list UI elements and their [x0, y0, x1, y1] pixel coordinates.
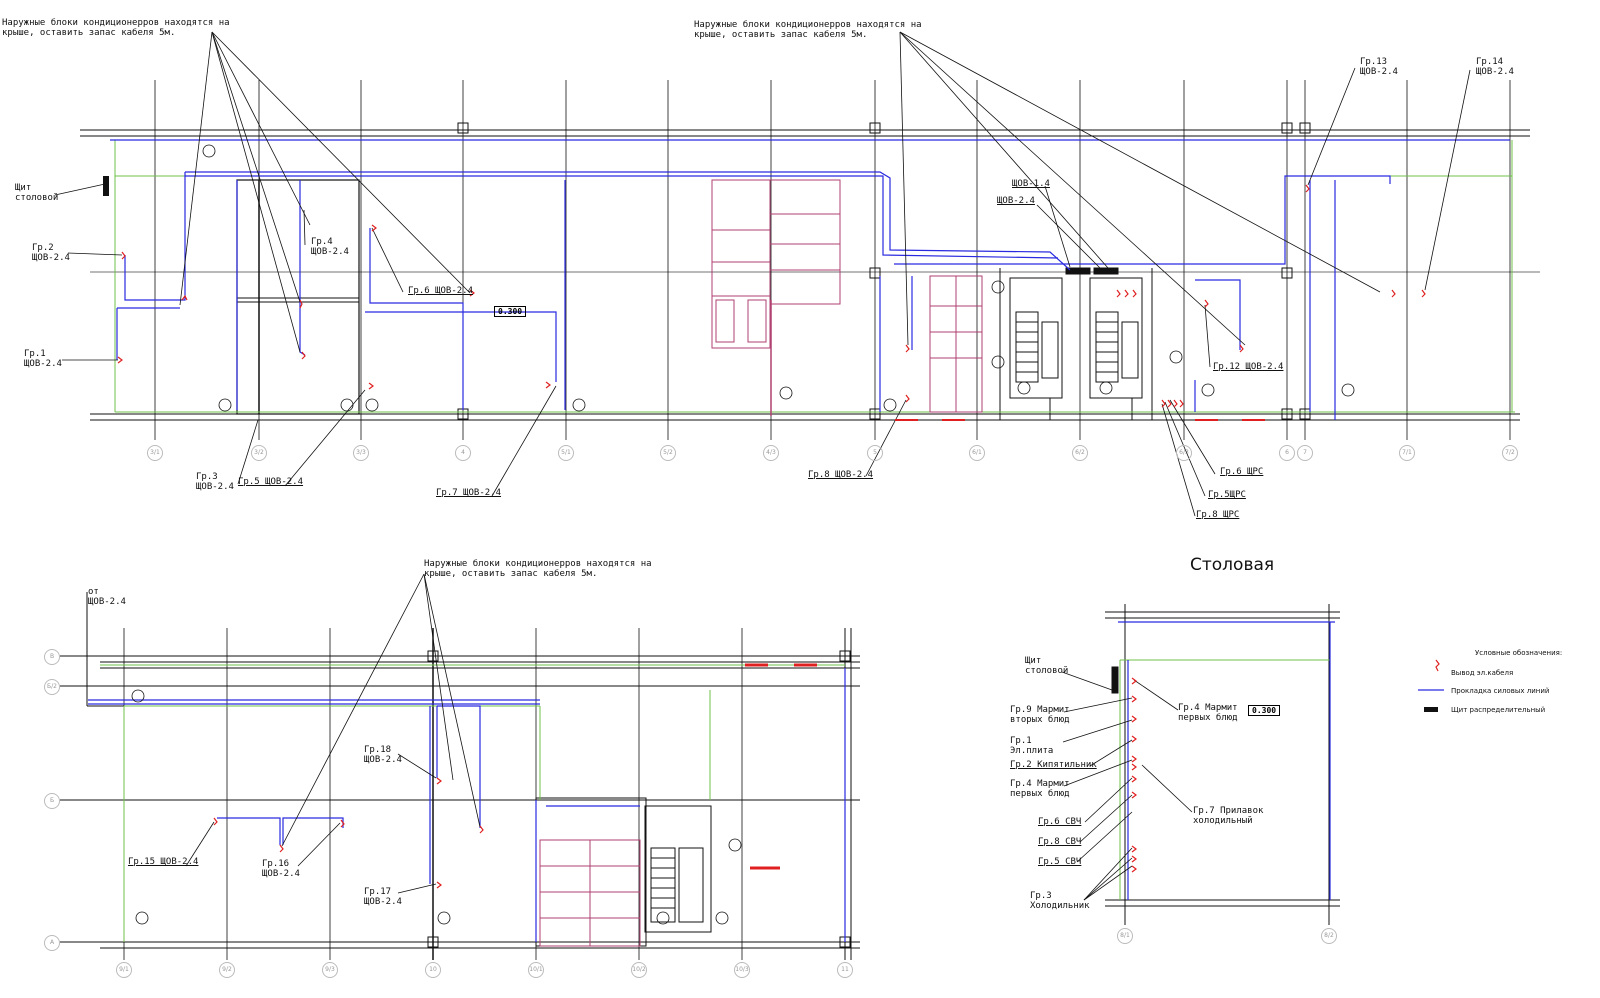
axis-top-10: 6/2	[1072, 445, 1088, 461]
panel-symbol	[103, 176, 109, 196]
canteen-gr9-label: Гр.9 Мармит вторых блюд	[1010, 705, 1070, 725]
level-mark-top: 0.300	[494, 306, 527, 317]
gr17-label: Гр.17 ЩОВ-2.4	[364, 887, 402, 907]
gr12-label: Гр.12 ЩОВ-2.4	[1213, 362, 1284, 372]
axis-row-a: А	[44, 935, 60, 951]
axis-bottom-5: 10/1	[528, 962, 544, 978]
gr2-label: Гр.2 ЩОВ-2.4	[32, 243, 70, 263]
axis-top-14: 7/1	[1399, 445, 1415, 461]
room-tags-bottom	[131, 689, 742, 925]
top-plan-power-lines	[110, 139, 1510, 420]
axis-top-2: 3/2	[251, 445, 267, 461]
panel-label: Щит столовой	[15, 183, 59, 203]
axis-top-8: 5	[867, 445, 883, 461]
gr13-label: Гр.13 ЩОВ-2.4	[1360, 57, 1398, 77]
axis-top-13: 7	[1297, 445, 1313, 461]
canteen-leaders	[1061, 671, 1193, 901]
gr6-label: Гр.6 ЩОВ-2.4	[408, 286, 474, 296]
axis-bottom-1: 9/1	[116, 962, 132, 978]
canteen-axis-2: 8/2	[1321, 928, 1337, 944]
shov24-label: ЩОВ-2.4	[997, 196, 1035, 206]
axis-top-12: 6	[1279, 445, 1295, 461]
gr5-shrs-label: Гр.5ЩРС	[1208, 490, 1246, 500]
outdoor-units-note-3: Наружные блоки кондиционерров находятся …	[424, 559, 652, 579]
legend-symbols	[1418, 659, 1444, 712]
level-mark-canteen: 0.300	[1248, 705, 1281, 716]
from-panel-label: от ЩОВ-2.4	[88, 587, 126, 607]
shov14-label: ЩОВ-1.4	[1012, 179, 1050, 189]
axis-row-v: В	[44, 649, 60, 665]
canteen-gr7-label: Гр.7 Прилавок холодильный	[1193, 806, 1264, 826]
axis-top-15: 7/2	[1502, 445, 1518, 461]
axis-top-3: 3/3	[353, 445, 369, 461]
axis-bottom-2: 9/2	[219, 962, 235, 978]
axis-top-9: 6/1	[969, 445, 985, 461]
gr7-label: Гр.7 ЩОВ-2.4	[436, 488, 502, 498]
bottom-plan-structure	[60, 592, 860, 960]
gr15-label: Гр.15 ЩОВ-2.4	[128, 857, 199, 867]
gr5-label: Гр.5 ЩОВ-2.4	[238, 477, 304, 487]
axis-top-6: 5/2	[660, 445, 676, 461]
axis-top-4: 4	[455, 445, 471, 461]
axis-top-5: 5/1	[558, 445, 574, 461]
canteen-gr4a-label: Гр.4 Мармит первых блюд	[1178, 703, 1238, 723]
bottom-restroom-fixtures	[539, 839, 641, 947]
gr8-shrs-label: Гр.8 ЩРС	[1196, 510, 1240, 520]
canteen-gr5-label: Гр.5 СВЧ	[1038, 857, 1082, 867]
canteen-gr6-label: Гр.6 СВЧ	[1038, 817, 1082, 827]
axis-bottom-6: 10/2	[631, 962, 647, 978]
gr14-label: Гр.14 ЩОВ-2.4	[1476, 57, 1514, 77]
legend-title: Условные обозначения:	[1475, 649, 1563, 657]
axis-bottom-3: 9/3	[322, 962, 338, 978]
outdoor-units-note-2: Наружные блоки кондиционерров находятся …	[694, 20, 922, 40]
canteen-structure	[1105, 604, 1340, 925]
legend-item-outlet: Вывод эл.кабеля	[1451, 669, 1514, 677]
bottom-leaders	[185, 573, 481, 894]
outdoor-units-note-1: Наружные блоки кондиционерров находятся …	[2, 18, 230, 38]
gr3-label: Гр.3 ЩОВ-2.4	[196, 472, 234, 492]
canteen-gr4b-label: Гр.4 Мармит первых блюд	[1010, 779, 1070, 799]
gr6-shrs-label: Гр.6 ЩРС	[1220, 467, 1264, 477]
canteen-power-lines	[1118, 621, 1335, 900]
canteen-panel-label: Щит столовой	[1025, 656, 1069, 676]
axis-top-7: 4/3	[763, 445, 779, 461]
room-tags-top	[202, 144, 1355, 412]
legend-item-panel: Щит распределительный	[1451, 706, 1546, 714]
canteen-walls	[1119, 659, 1330, 900]
gr4-label: Гр.4 ЩОВ-2.4	[311, 237, 349, 257]
canteen-gr2-label: Гр.2 Кипятильник	[1010, 760, 1097, 770]
legend-item-line: Прокладка силовых линий	[1451, 687, 1550, 695]
canteen-gr1-label: Гр.1 Эл.плита	[1010, 736, 1054, 756]
gr8-label: Гр.8 ЩОВ-2.4	[808, 470, 874, 480]
bottom-power-lines	[88, 668, 846, 942]
axis-top-1: 3/1	[147, 445, 163, 461]
axis-top-11: 6/3	[1176, 445, 1192, 461]
gr18-label: Гр.18 ЩОВ-2.4	[364, 745, 402, 765]
axis-row-b2: Б/2	[44, 679, 60, 695]
bottom-red-marks	[745, 663, 817, 870]
gr1-label: Гр.1 ЩОВ-2.4	[24, 349, 62, 369]
axis-bottom-7: 10/3	[734, 962, 750, 978]
top-leaders	[54, 31, 1471, 517]
restroom-fixtures	[711, 179, 983, 416]
gr16-label: Гр.16 ЩОВ-2.4	[262, 859, 300, 879]
axis-bottom-4: 10	[425, 962, 441, 978]
canteen-gr8-label: Гр.8 СВЧ	[1038, 837, 1082, 847]
axis-bottom-8: 11	[837, 962, 853, 978]
cable-outlets-top	[117, 184, 1426, 408]
canteen-gr3-label: Гр.3 Холодильник	[1030, 891, 1090, 911]
canteen-title: Столовая	[1190, 555, 1275, 575]
axis-row-b: Б	[44, 793, 60, 809]
cable-outlets-canteen	[1131, 677, 1137, 873]
cable-outlets-bottom	[213, 777, 484, 889]
canteen-axis-1: 8/1	[1117, 928, 1133, 944]
